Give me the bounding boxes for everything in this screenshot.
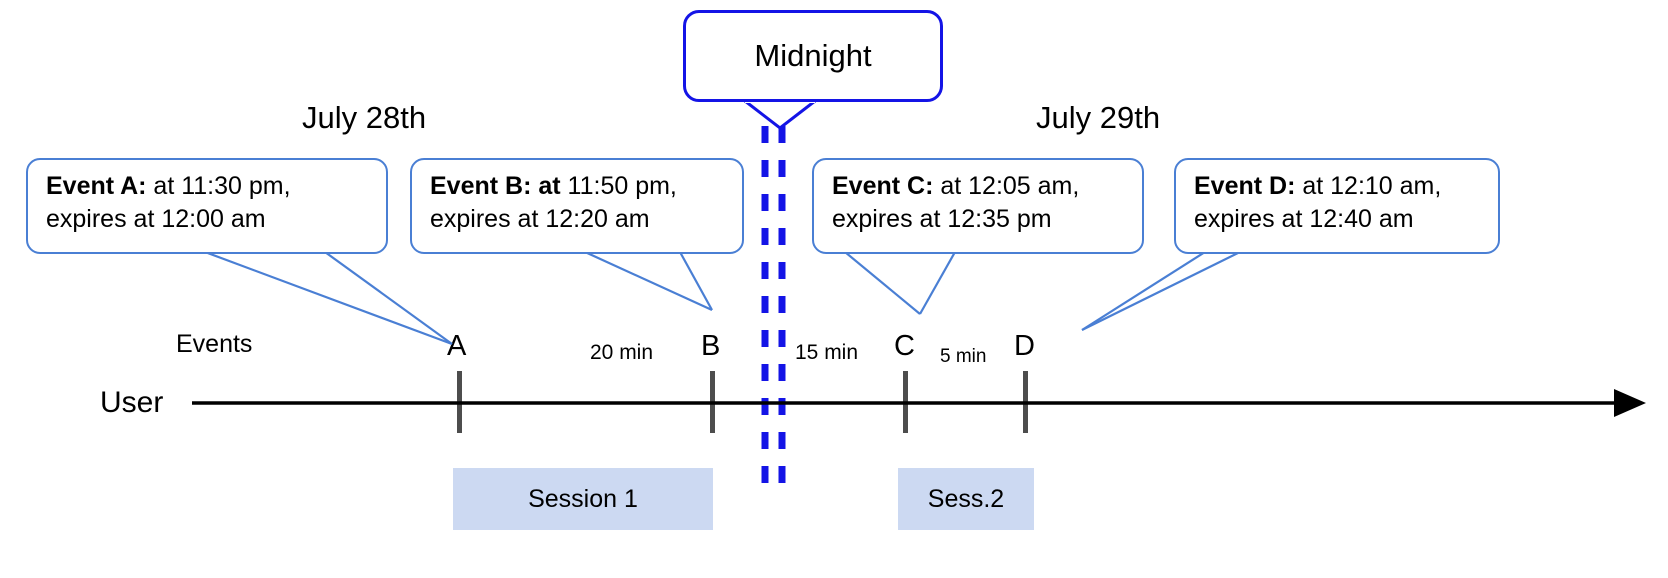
marker-label-c: C (894, 330, 915, 362)
marker-label-b: B (701, 330, 721, 362)
callout-event-b-line1: Event B: at 11:50 pm, (430, 170, 728, 203)
tick-mark-b (710, 371, 715, 433)
callout-event-a-line1: Event A: at 11:30 pm, (46, 170, 372, 203)
midnight-callout: Midnight (683, 10, 943, 102)
callout-event-d-lead: Event D: (1194, 172, 1296, 200)
callout-event-d-line1: Event D: at 12:10 am, (1194, 170, 1484, 203)
tick-mark-c (903, 371, 908, 433)
events-row-label: Events (176, 330, 253, 358)
callout-event-d: Event D: at 12:10 am, expires at 12:40 a… (1174, 158, 1500, 254)
user-row-label: User (100, 386, 164, 419)
marker-label-d: D (1014, 330, 1035, 362)
leader-event-d (1081, 251, 1241, 331)
tick-mark-d (1023, 371, 1028, 433)
tick-mark-a (457, 371, 462, 433)
callout-event-c-line2: expires at 12:35 pm (832, 205, 1052, 233)
callout-event-d-rest: at 12:10 am, (1295, 172, 1442, 200)
interval-label-a-b: 20 min (590, 341, 654, 364)
callout-event-a-line2: expires at 12:00 am (46, 205, 266, 233)
callout-event-c-rest: at 12:05 am, (933, 172, 1080, 200)
callout-event-c-lead: Event C: (832, 172, 934, 200)
callout-event-c: Event C: at 12:05 am, expires at 12:35 p… (812, 158, 1144, 254)
marker-label-a: A (447, 330, 467, 362)
callout-event-c-line1: Event C: at 12:05 am, (832, 170, 1128, 203)
date-label-july-28: July 28th (302, 100, 427, 135)
interval-label-b-c: 15 min (795, 341, 859, 364)
leader-event-b (584, 250, 713, 312)
session-box-1: Session 1 (453, 468, 713, 530)
callout-event-b-line2: expires at 12:20 am (430, 205, 650, 233)
callout-event-a-lead: Event A: (46, 172, 147, 200)
callout-event-a: Event A: at 11:30 pm, expires at 12:00 a… (26, 158, 388, 254)
session-2-label: Sess.2 (927, 484, 1005, 513)
callout-event-a-rest: at 11:30 pm, (146, 172, 291, 200)
date-label-july-29: July 29th (1036, 100, 1161, 135)
midnight-label: Midnight (754, 38, 872, 73)
callout-event-b-rest: 11:50 pm, (560, 172, 677, 200)
interval-label-c-d: 5 min (940, 346, 987, 367)
callout-event-b-lead: Event B: at (430, 172, 561, 200)
leader-event-c (844, 251, 956, 315)
callout-event-d-line2: expires at 12:40 am (1194, 205, 1414, 233)
session-1-label: Session 1 (528, 484, 638, 513)
midnight-dashed-line (761, 126, 786, 500)
session-box-2: Sess.2 (898, 468, 1034, 530)
callout-event-b: Event B: at 11:50 pm, expires at 12:20 a… (410, 158, 744, 254)
